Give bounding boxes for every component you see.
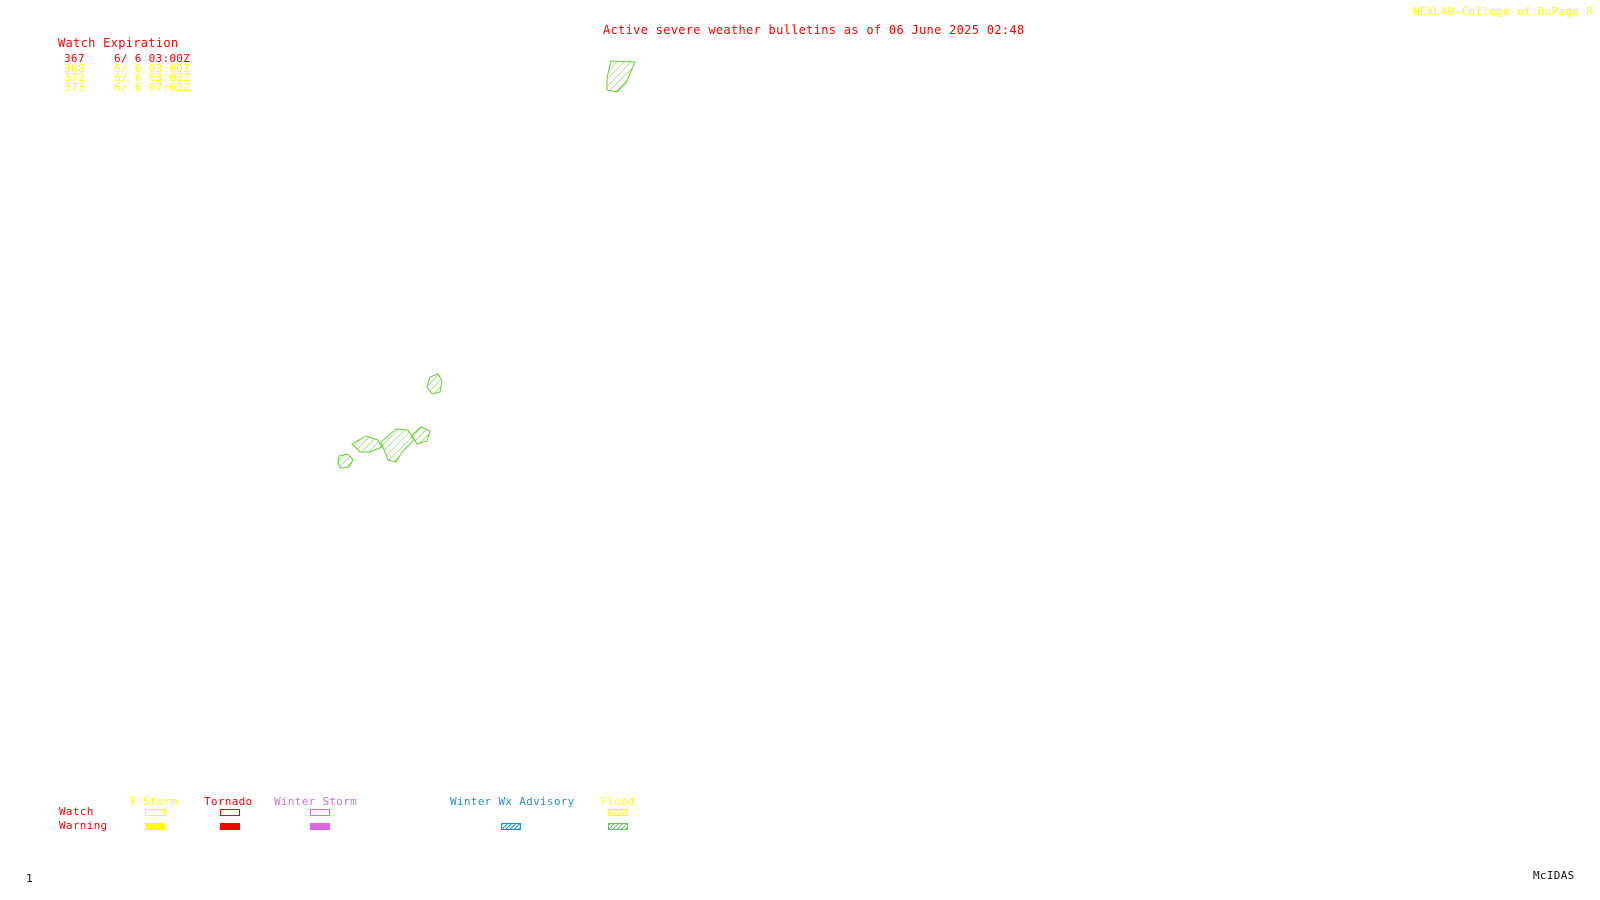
legend-warning-row-label: Warning	[59, 819, 108, 832]
watch-number: 367	[64, 52, 85, 65]
flood-warning-area[interactable]	[606, 60, 636, 93]
legend-watch-row-label: Watch	[59, 805, 94, 818]
flood-warning-area[interactable]	[426, 373, 443, 395]
bulletin-title: Active severe weather bulletins as of 06…	[603, 23, 1025, 37]
legend-tornado-label: Tornado	[204, 795, 253, 808]
flood-warning-area[interactable]	[380, 428, 415, 463]
legend-tstorm-warning-swatch	[145, 823, 165, 830]
legend-flood-warning-swatch	[608, 823, 628, 830]
watch-expires: 6/ 6 03:00Z	[114, 71, 191, 84]
watch-number: 372	[64, 71, 85, 84]
legend-tstorm-label: T-Storm	[129, 795, 178, 808]
legend-tornado-watch-swatch	[220, 809, 240, 816]
legend-winter-wx-advisory-swatch	[501, 823, 521, 830]
watch-expiration-title: Watch Expiration	[58, 36, 179, 50]
watch-expires: 6/ 6 03:00Z	[114, 52, 191, 65]
legend-flood-watch-swatch	[608, 809, 628, 816]
frame-number: 1	[26, 872, 33, 885]
legend-flood-label: Flood	[600, 795, 635, 808]
mcidas-label: McIDAS	[1533, 869, 1575, 882]
credit-label: NEXLAB-College of DuPage R	[1413, 5, 1593, 18]
watch-expires: 6/ 6 07:00Z	[114, 81, 191, 94]
watch-number: 373	[64, 81, 85, 94]
watch-number: 368	[64, 62, 85, 75]
legend-winter-storm-label: Winter Storm	[274, 795, 358, 808]
flood-warning-area[interactable]	[337, 453, 354, 469]
flood-warning-area[interactable]	[351, 435, 383, 453]
watch-expires: 6/ 6 03:00Z	[114, 62, 191, 75]
legend-winter-storm-watch-swatch	[310, 809, 330, 816]
legend-tornado-warning-swatch	[220, 823, 240, 830]
legend-winter-wx-advisory-label: Winter Wx Advisory	[450, 795, 575, 808]
legend-winter-storm-warning-swatch	[310, 823, 330, 830]
flood-warning-area[interactable]	[411, 426, 431, 445]
legend-tstorm-watch-swatch	[145, 809, 165, 816]
